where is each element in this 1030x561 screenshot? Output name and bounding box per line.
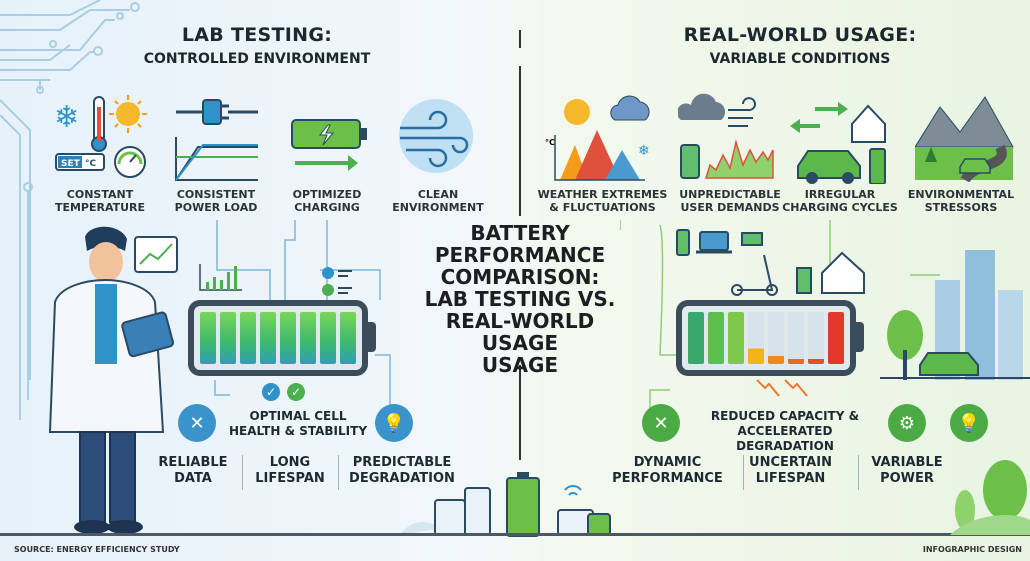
battery-cell <box>300 312 316 364</box>
left-subtitle: CONTROLLED ENVIRONMENT <box>143 51 371 67</box>
bar-chart-icon <box>199 264 242 291</box>
checklist-icon <box>322 267 352 296</box>
battery-cell <box>688 312 704 364</box>
battery-cell <box>828 312 844 364</box>
right-title: REAL-WORLD USAGE: <box>683 24 917 46</box>
source-text: SOURCE: ENERGY EFFICIENCY STUDY <box>14 545 180 554</box>
ev-charger-icon <box>790 102 886 184</box>
battery-cell <box>708 312 724 364</box>
svg-text:°C: °C <box>85 159 97 169</box>
battery-cell <box>280 312 296 364</box>
decline-arrows-icon <box>756 379 808 397</box>
svg-text:SET: SET <box>61 159 81 169</box>
battery-cell <box>200 312 216 364</box>
battery-cell <box>240 312 256 364</box>
circuit-lines-decoration <box>0 0 140 420</box>
lab-battery-full <box>188 300 368 376</box>
battery-cell <box>748 312 764 364</box>
divider-upper <box>519 66 521 216</box>
devices-illustration <box>400 472 611 537</box>
devices-icons <box>676 229 865 296</box>
city-illustration <box>880 250 1030 380</box>
tools-icon: ✕ <box>642 404 680 442</box>
check-icon: ✓ <box>262 383 280 401</box>
battery-cell <box>340 312 356 364</box>
separator <box>242 455 243 490</box>
plug-icon <box>175 99 258 181</box>
divider-top <box>519 30 521 48</box>
lightbulb-icon: 💡 <box>950 404 988 442</box>
left-title: LAB TESTING: <box>181 24 333 46</box>
battery-charging-icon <box>291 119 367 171</box>
right-subtitle: VARIABLE CONDITIONS <box>709 51 891 67</box>
battery-cell <box>320 312 336 364</box>
real-world-outcome-text: REDUCED CAPACITY &ACCELERATED DEGRADATIO… <box>710 409 860 453</box>
scientist-illustration <box>48 226 178 534</box>
real-world-battery-terminal <box>856 322 864 352</box>
separator <box>338 455 339 490</box>
gear-icon: ⚙ <box>888 404 926 442</box>
separator <box>858 455 859 490</box>
mountain-road-icon <box>915 96 1014 182</box>
tools-icon: ✕ <box>178 404 216 442</box>
credit-text: INFOGRAPHIC DESIGN <box>922 545 1022 554</box>
check-icon: ✓ <box>287 383 305 401</box>
svg-text:❄: ❄ <box>638 143 650 159</box>
real-world-battery-degraded <box>676 300 856 376</box>
svg-text:❄: ❄ <box>54 100 79 135</box>
factor-label-weather-extremes: WEATHER EXTREMES& FLUCTUATIONS <box>537 188 668 214</box>
ground-line <box>0 533 1030 536</box>
wind-icon <box>399 99 473 173</box>
weather-icon: °C ❄ <box>545 95 650 181</box>
battery-cell <box>788 312 804 364</box>
battery-cell <box>728 312 744 364</box>
phone-chart-icon <box>678 93 774 179</box>
battery-cell <box>260 312 276 364</box>
battery-cell <box>808 312 824 364</box>
thermometer-icon: ❄ SET °C <box>54 95 147 178</box>
lab-battery-terminal <box>368 322 376 352</box>
divider-lower <box>519 365 521 460</box>
trees-decoration <box>950 460 1030 535</box>
battery-cell <box>768 312 784 364</box>
lightbulb-icon: 💡 <box>375 404 413 442</box>
svg-text:°C: °C <box>545 138 555 147</box>
separator <box>743 455 744 490</box>
battery-cell <box>220 312 236 364</box>
